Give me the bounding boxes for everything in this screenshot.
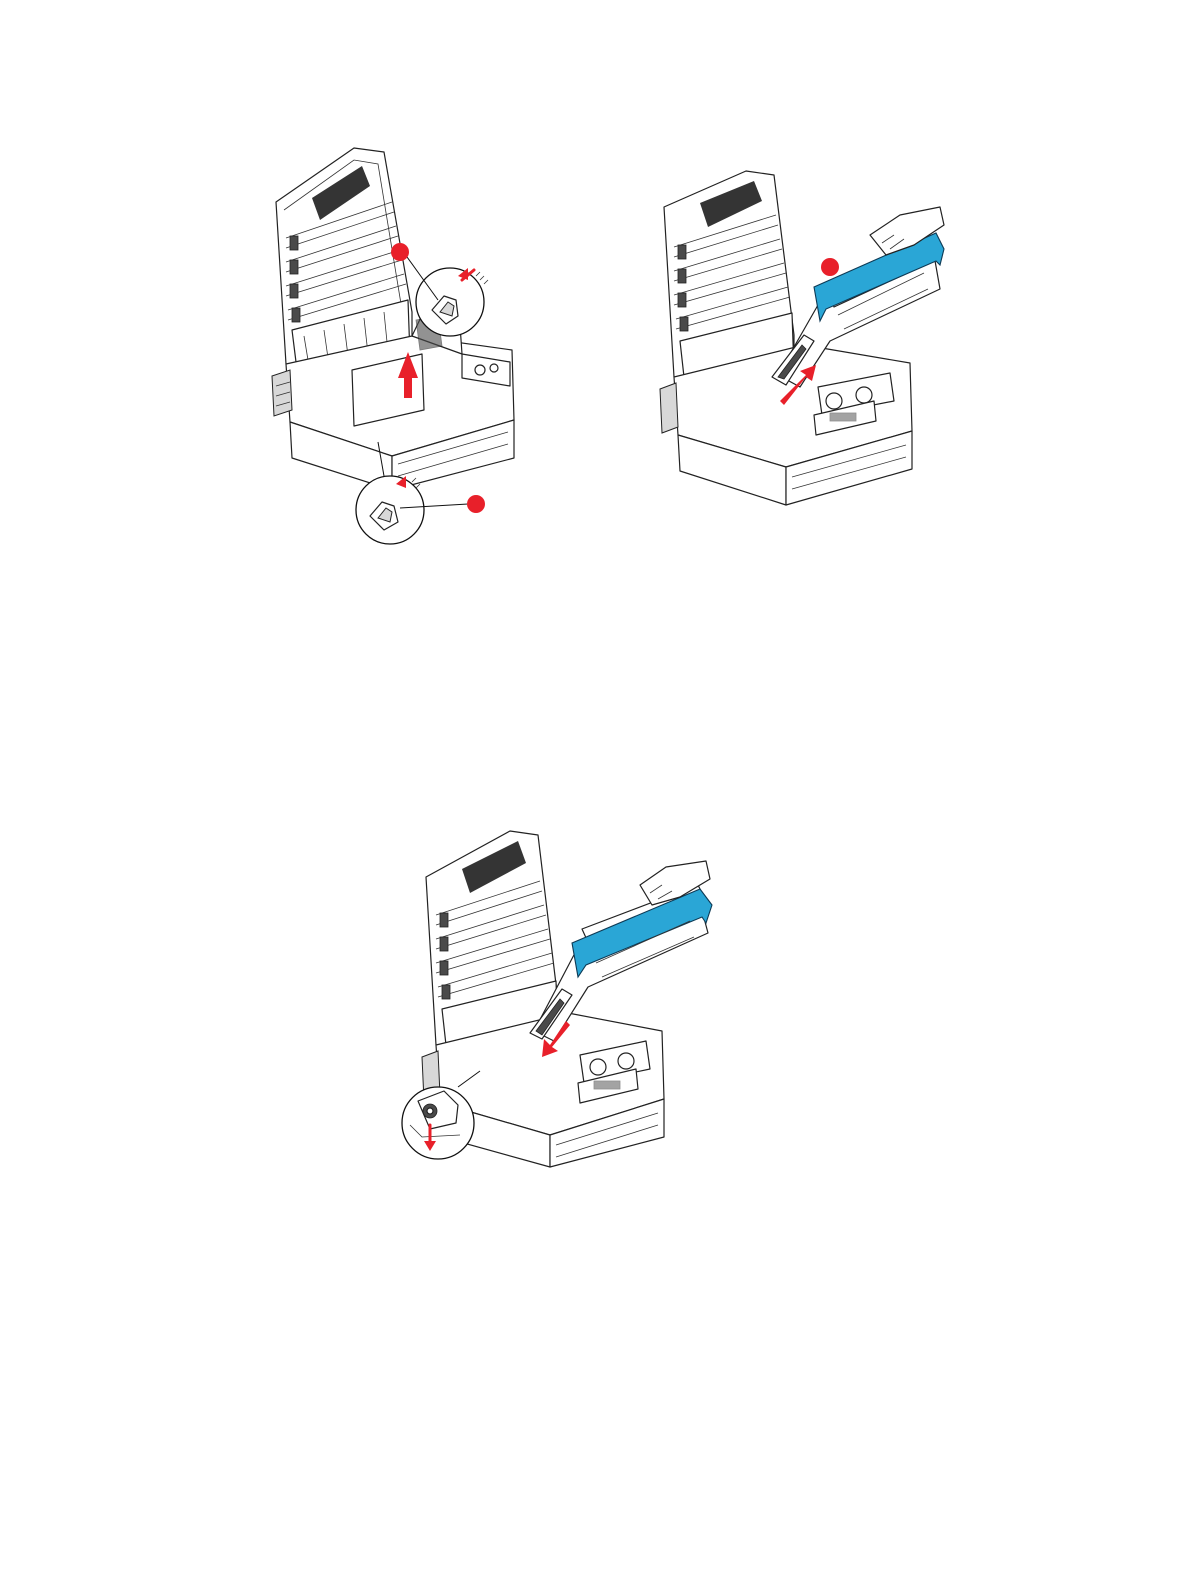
red-dot-marker [821, 258, 839, 276]
image-drum [530, 885, 712, 1041]
figure-remove-drum [654, 165, 954, 510]
red-dot-marker [391, 243, 409, 261]
printer-levers-illustration [262, 140, 532, 550]
printer-top-cover [276, 148, 412, 372]
red-dot-marker [467, 495, 485, 513]
lever-detail-callout-top [402, 250, 488, 336]
figure-insert-drum [400, 825, 720, 1170]
figure-printer-levers [262, 140, 532, 550]
insert-drum-illustration [400, 825, 720, 1170]
remove-drum-illustration [654, 165, 954, 510]
